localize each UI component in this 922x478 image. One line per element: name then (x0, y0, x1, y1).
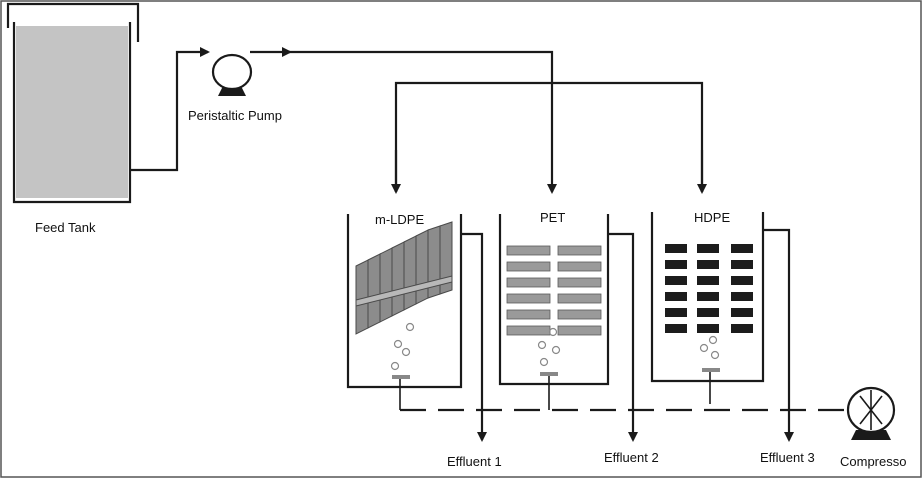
hdpe-bubbles (699, 335, 720, 360)
compressor-base (851, 430, 891, 440)
hdpe-media (665, 244, 753, 333)
hdpe-diffuser (702, 368, 720, 372)
peristaltic-pump (211, 53, 253, 96)
feed-tank-wall (12, 22, 132, 204)
reactor-mldpe-vessel (346, 214, 463, 389)
compressor (846, 386, 896, 440)
pet-bubbles (537, 327, 561, 367)
feed-tank (6, 2, 140, 204)
reactor-pet-vessel (498, 214, 610, 386)
effluent-2-line (609, 232, 638, 442)
effluent-3-label: Effluent 3 (760, 450, 815, 465)
reactor-mldpe (346, 214, 463, 410)
reactor-hdpe-label: HDPE (694, 210, 730, 225)
effluent-3-line (764, 228, 794, 442)
reactor-hdpe-vessel (650, 212, 765, 383)
compressor-label: Compresso (840, 454, 906, 469)
reactor-mldpe-label: m-LDPE (375, 212, 424, 227)
pet-diffuser (540, 372, 558, 376)
pet-media (506, 245, 602, 336)
feed-tank-lid (6, 2, 140, 42)
feed-tank-liquid (16, 26, 128, 198)
effluent-1-line (462, 232, 487, 442)
feed-manifold (394, 81, 704, 192)
effluent-2-label: Effluent 2 (604, 450, 659, 465)
feed-tank-label: Feed Tank (35, 220, 96, 235)
feed-pipe-tank-to-pump (130, 47, 210, 172)
compressor-fan-icon (859, 390, 883, 430)
mldpe-bubbles (390, 322, 415, 371)
reactor-pet (498, 214, 610, 410)
pump-label: Peristaltic Pump (188, 108, 282, 123)
effluent-1-label: Effluent 1 (447, 454, 502, 469)
reactor-pet-label: PET (540, 210, 565, 225)
mldpe-diffuser (392, 375, 410, 379)
pump-body-icon (211, 53, 253, 91)
mldpe-media (355, 221, 453, 335)
reactor-hdpe (650, 212, 765, 404)
feed-line-to-pet (286, 50, 557, 194)
